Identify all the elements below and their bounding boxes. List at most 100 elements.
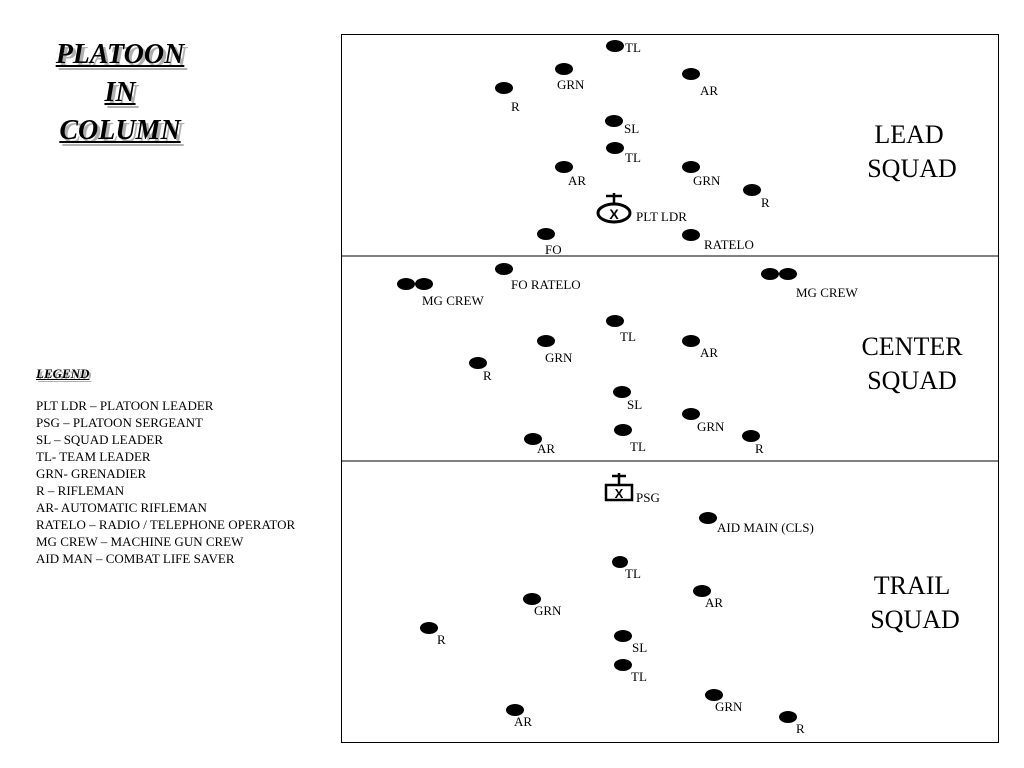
squad-label-lead: SQUAD [867, 154, 957, 183]
unit-label: SL [632, 640, 647, 655]
soldier-marker [537, 228, 555, 240]
soldier-marker [606, 315, 624, 327]
unit-label: AR [514, 714, 532, 729]
unit-label: SL [624, 121, 639, 136]
unit-label: GRN [693, 173, 721, 188]
formation-canvas: LEAD SQUAD CENTER SQUAD TRAIL SQUAD TL G… [341, 34, 999, 743]
soldier-marker [605, 115, 623, 127]
svg-text:X: X [615, 486, 624, 501]
legend-item: PLT LDR – PLATOON LEADER [36, 398, 214, 413]
title-line: PLATOON [55, 39, 185, 70]
unit-label: MG CREW [796, 285, 858, 300]
title-line: COLUMN [59, 115, 181, 146]
legend-item: PSG – PLATOON SERGEANT [36, 415, 203, 430]
unit-label: GRN [545, 350, 573, 365]
soldier-marker [415, 278, 433, 290]
soldier-marker [555, 161, 573, 173]
soldier-marker [537, 335, 555, 347]
soldier-marker [693, 585, 711, 597]
legend: LEGEND PLT LDR – PLATOON LEADER PSG – PL… [36, 365, 336, 567]
unit-label: MG CREW [422, 293, 484, 308]
unit-label: R [761, 195, 770, 210]
unit-label: AID MAIN (CLS) [717, 520, 814, 535]
unit-label: AR [700, 83, 718, 98]
soldier-marker [495, 263, 513, 275]
unit-label: TL [630, 439, 646, 454]
soldier-marker [682, 68, 700, 80]
unit-label: AR [537, 441, 555, 456]
legend-item: RATELO – RADIO / TELEPHONE OPERATOR [36, 517, 296, 532]
platoon-sergeant-symbol: X [604, 473, 634, 502]
soldier-marker [469, 357, 487, 369]
soldier-marker [555, 63, 573, 75]
soldier-marker [614, 659, 632, 671]
unit-label: RATELO [704, 237, 754, 252]
title-line: IN [104, 77, 136, 108]
soldier-marker [397, 278, 415, 290]
soldier-marker [420, 622, 438, 634]
unit-label: R [483, 368, 492, 383]
formation-diagram: LEAD SQUAD CENTER SQUAD TRAIL SQUAD TL G… [341, 34, 999, 743]
soldier-marker [606, 142, 624, 154]
soldier-marker [682, 408, 700, 420]
unit-label: TL [620, 329, 636, 344]
soldier-marker [779, 711, 797, 723]
squad-label-lead: LEAD [874, 120, 943, 149]
legend-item: GRN- GRENADIER [36, 466, 147, 481]
soldier-marker [524, 433, 542, 445]
diagram-frame [341, 34, 999, 743]
legend-item: AR- AUTOMATIC RIFLEMAN [36, 500, 207, 515]
unit-label: GRN [557, 77, 585, 92]
unit-label: R [511, 99, 520, 114]
soldier-marker [682, 335, 700, 347]
soldier-marker [743, 184, 761, 196]
soldier-marker [705, 689, 723, 701]
svg-text:X: X [609, 206, 619, 222]
legend-item: AID MAN – COMBAT LIFE SAVER [36, 551, 235, 566]
legend-item: TL- TEAM LEADER [36, 449, 151, 464]
unit-label: GRN [715, 699, 743, 714]
soldier-marker [606, 40, 624, 52]
unit-label: FO [545, 242, 562, 257]
diagram-title: PLATOON IN COLUMN [30, 36, 210, 150]
legend-item: R – RIFLEMAN [36, 483, 125, 498]
soldier-marker [614, 424, 632, 436]
soldier-marker [614, 630, 632, 642]
soldier-marker [699, 512, 717, 524]
unit-label: SL [627, 397, 642, 412]
unit-label: TL [631, 669, 647, 684]
unit-label: AR [568, 173, 586, 188]
soldier-marker [779, 268, 797, 280]
legend-item: SL – SQUAD LEADER [36, 432, 163, 447]
legend-list: PLT LDR – PLATOON LEADER PSG – PLATOON S… [36, 397, 336, 567]
soldier-marker [613, 386, 631, 398]
legend-title: LEGEND [36, 366, 90, 381]
unit-label: R [755, 441, 764, 456]
unit-label: R [796, 721, 805, 736]
unit-label: GRN [697, 419, 725, 434]
unit-label: AR [700, 345, 718, 360]
unit-label: PSG [636, 490, 660, 505]
unit-label: R [437, 632, 446, 647]
unit-label: PLT LDR [636, 209, 687, 224]
soldier-marker [761, 268, 779, 280]
unit-label: GRN [534, 603, 562, 618]
unit-label: TL [625, 150, 641, 165]
soldier-marker [742, 430, 760, 442]
unit-label: TL [625, 566, 641, 581]
soldier-marker [523, 593, 541, 605]
squad-label-center: CENTER [861, 332, 963, 361]
unit-label: FO RATELO [511, 277, 581, 292]
soldier-marker [682, 229, 700, 241]
unit-label: AR [705, 595, 723, 610]
soldier-marker [682, 161, 700, 173]
platoon-leader-symbol: X [596, 193, 632, 224]
soldier-marker [612, 556, 628, 568]
unit-label: TL [625, 40, 641, 55]
squad-label-center: SQUAD [867, 366, 957, 395]
squad-label-trail: TRAIL [874, 571, 951, 600]
soldier-marker [495, 82, 513, 94]
soldier-marker [506, 704, 524, 716]
legend-item: MG CREW – MACHINE GUN CREW [36, 534, 244, 549]
squad-label-trail: SQUAD [870, 605, 960, 634]
